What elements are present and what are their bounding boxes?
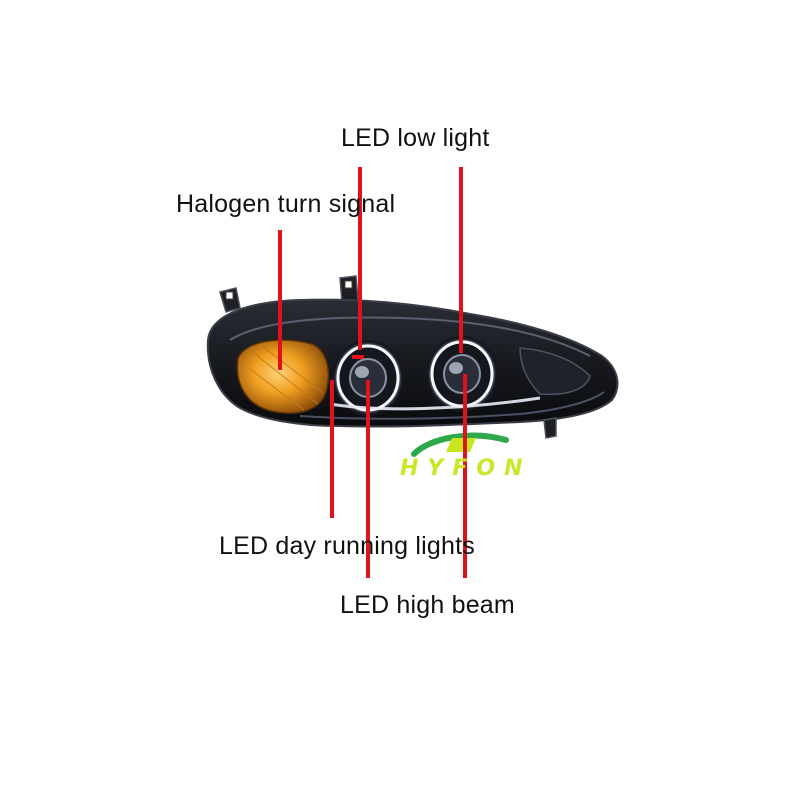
turn-signal-pointer bbox=[278, 230, 282, 370]
low-light-pointer bbox=[358, 167, 362, 350]
high-beam-projector bbox=[423, 333, 501, 415]
high-beam-pointer-top bbox=[459, 167, 463, 353]
halogen-turn-signal-label: Halogen turn signal bbox=[176, 190, 396, 218]
day-running-pointer bbox=[330, 380, 334, 518]
watermark-text: HYFON bbox=[400, 456, 532, 481]
high-beam-pointer-bottom bbox=[463, 374, 467, 578]
led-day-running-lights-label: LED day running lights bbox=[219, 532, 475, 560]
led-high-beam-label: LED high beam bbox=[340, 591, 515, 619]
watermark-logo bbox=[411, 432, 509, 457]
drl-strip bbox=[329, 396, 541, 411]
mounting-tab-left bbox=[219, 287, 241, 313]
mounting-tab-right bbox=[543, 417, 557, 439]
mounting-tab-center bbox=[339, 275, 359, 303]
low-light-pointer-marker bbox=[352, 355, 364, 359]
led-low-light-label: LED low light bbox=[341, 124, 490, 152]
high-beam-pointer-left bbox=[366, 380, 370, 578]
